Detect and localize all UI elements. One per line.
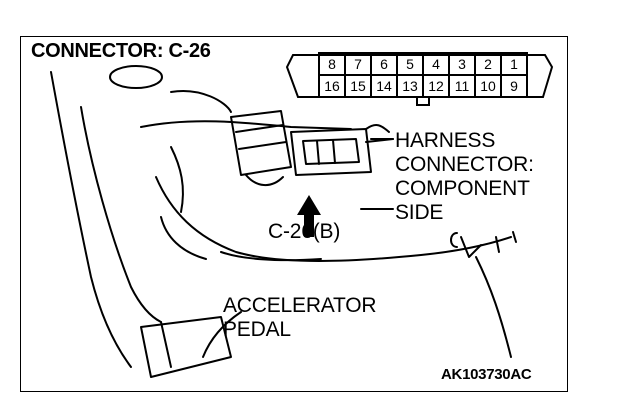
harness-label-line: COMPONENT (395, 177, 530, 200)
pin-label: 14 (376, 78, 392, 94)
harness-label-line: CONNECTOR: (395, 153, 534, 176)
dash-lower-edge (140, 120, 352, 130)
pin-label: 9 (510, 78, 518, 94)
diagram-frame: 8 7 6 5 4 3 2 1 16 15 14 13 12 11 10 9 C… (20, 36, 568, 392)
pin-label: 10 (480, 78, 496, 94)
component-connector (290, 128, 372, 176)
pin-label: 3 (458, 56, 466, 72)
bolster-oval (109, 65, 163, 89)
pedal-area-illustration (50, 52, 554, 378)
connector-face-diagram (285, 52, 554, 106)
pedal-leader (202, 311, 242, 358)
connector-id-label: C-26(B) (268, 220, 341, 243)
diagram-title: CONNECTOR: C-26 (29, 40, 213, 62)
up-arrow-icon (297, 195, 321, 237)
accelerator-label-line: ACCELERATOR (223, 294, 377, 317)
figure-code: AK103730AC (441, 366, 532, 383)
pin-label: 8 (328, 56, 336, 72)
pin-label: 12 (428, 78, 444, 94)
accelerator-pedal-shape (140, 316, 232, 378)
pin-label: 16 (324, 78, 340, 94)
pin-label: 1 (510, 56, 518, 72)
pin-label: 6 (380, 56, 388, 72)
pin-label: 5 (406, 56, 414, 72)
left-panel-edge (50, 71, 132, 368)
harness-connector-body (230, 110, 292, 176)
accelerator-label-line: PEDAL (223, 318, 291, 341)
harness-label-line: HARNESS (395, 129, 496, 152)
pin-label: 7 (354, 56, 362, 72)
pin-label: 11 (454, 78, 470, 94)
pin-label: 13 (402, 78, 418, 94)
pin-label: 4 (432, 56, 440, 72)
right-leader (475, 256, 512, 358)
harness-label-line: SIDE (395, 201, 444, 224)
pin-label: 15 (350, 78, 366, 94)
dash-contour (155, 176, 512, 262)
pin-label: 2 (484, 56, 492, 72)
